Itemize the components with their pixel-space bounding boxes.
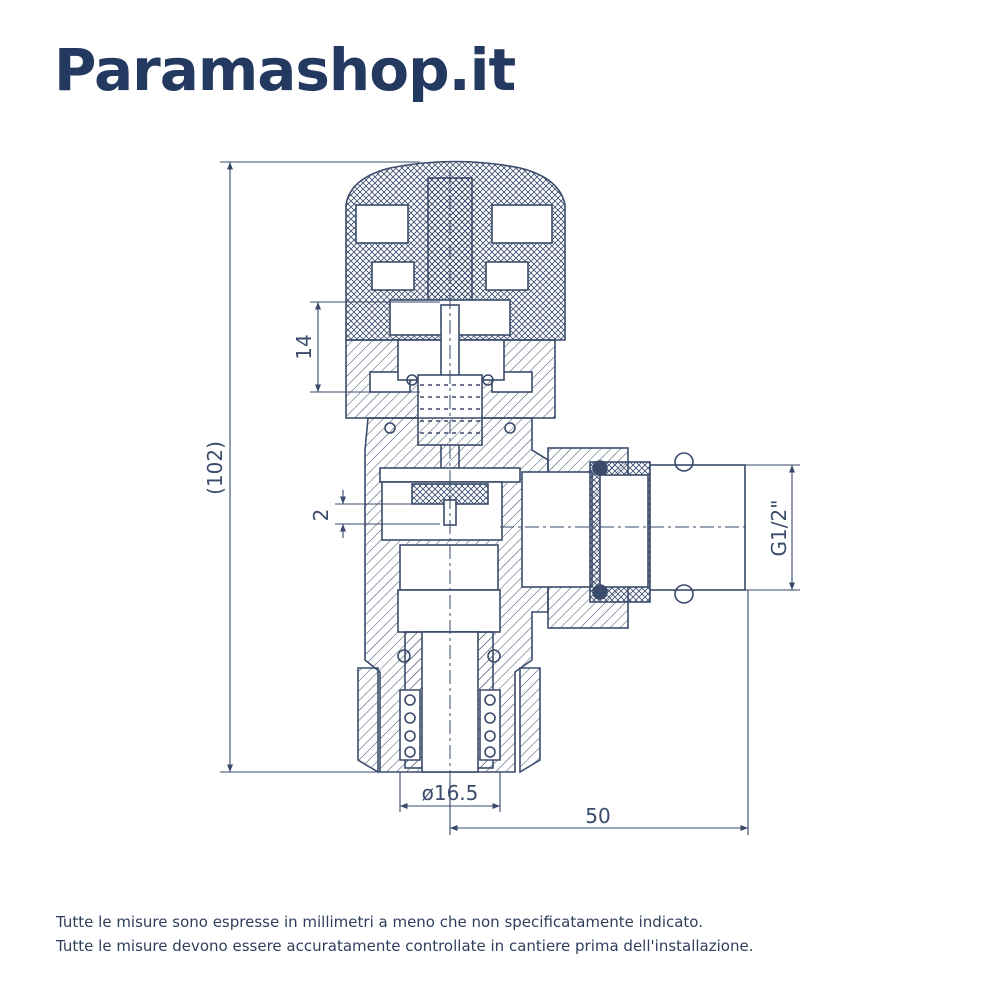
dimension-diameter-label: ø16.5: [422, 781, 479, 805]
side-union: [521, 447, 746, 629]
dimension-height-label: (102): [203, 441, 227, 495]
dimension-gap-label: 2: [309, 509, 333, 522]
center-lines: [449, 170, 750, 830]
drawing-notes: Tutte le misure sono espresse in millime…: [56, 910, 753, 958]
compression-nut: [357, 667, 541, 774]
dimension-offset-label: 50: [585, 804, 610, 828]
note-line: Tutte le misure devono essere accuratame…: [56, 937, 754, 955]
dimension-lines: [220, 161, 800, 835]
brand-logo: Paramashop.it: [54, 36, 516, 104]
note-line: Tutte le misure sono espresse in millime…: [56, 913, 703, 931]
dimension-thread-label: G1/2": [767, 500, 791, 557]
valve-body: [364, 417, 549, 773]
dimension-travel-label: 14: [292, 334, 316, 359]
